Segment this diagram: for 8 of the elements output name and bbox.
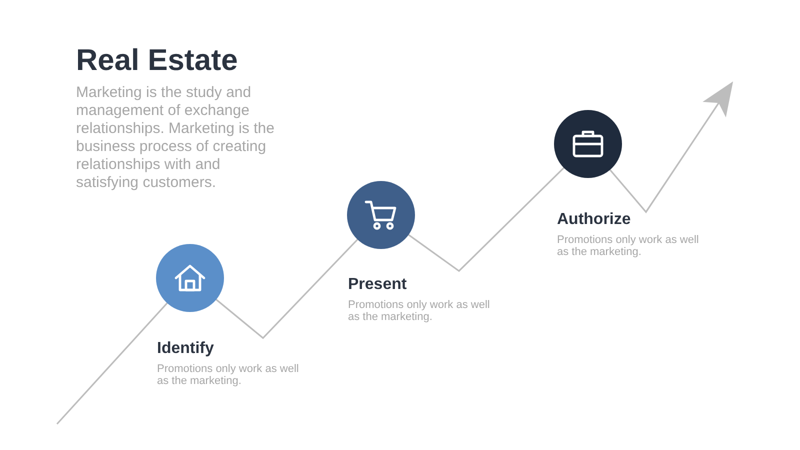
step-heading: Authorize: [557, 211, 632, 229]
step-description: Promotions only work as well as the marketing.: [157, 363, 300, 387]
title: Real Estate: [76, 44, 238, 78]
description-paragraph: Marketing is the study and management of exchange relationships. Marketing is the business process of creating relationships with and satisfying customers.: [76, 84, 276, 192]
step-heading: Identify: [157, 340, 215, 358]
step-description: Promotions only work as well as the marketing.: [348, 299, 491, 323]
step-heading: Present: [348, 276, 408, 294]
step-description: Promotions only work as well as the marketing.: [557, 234, 700, 258]
